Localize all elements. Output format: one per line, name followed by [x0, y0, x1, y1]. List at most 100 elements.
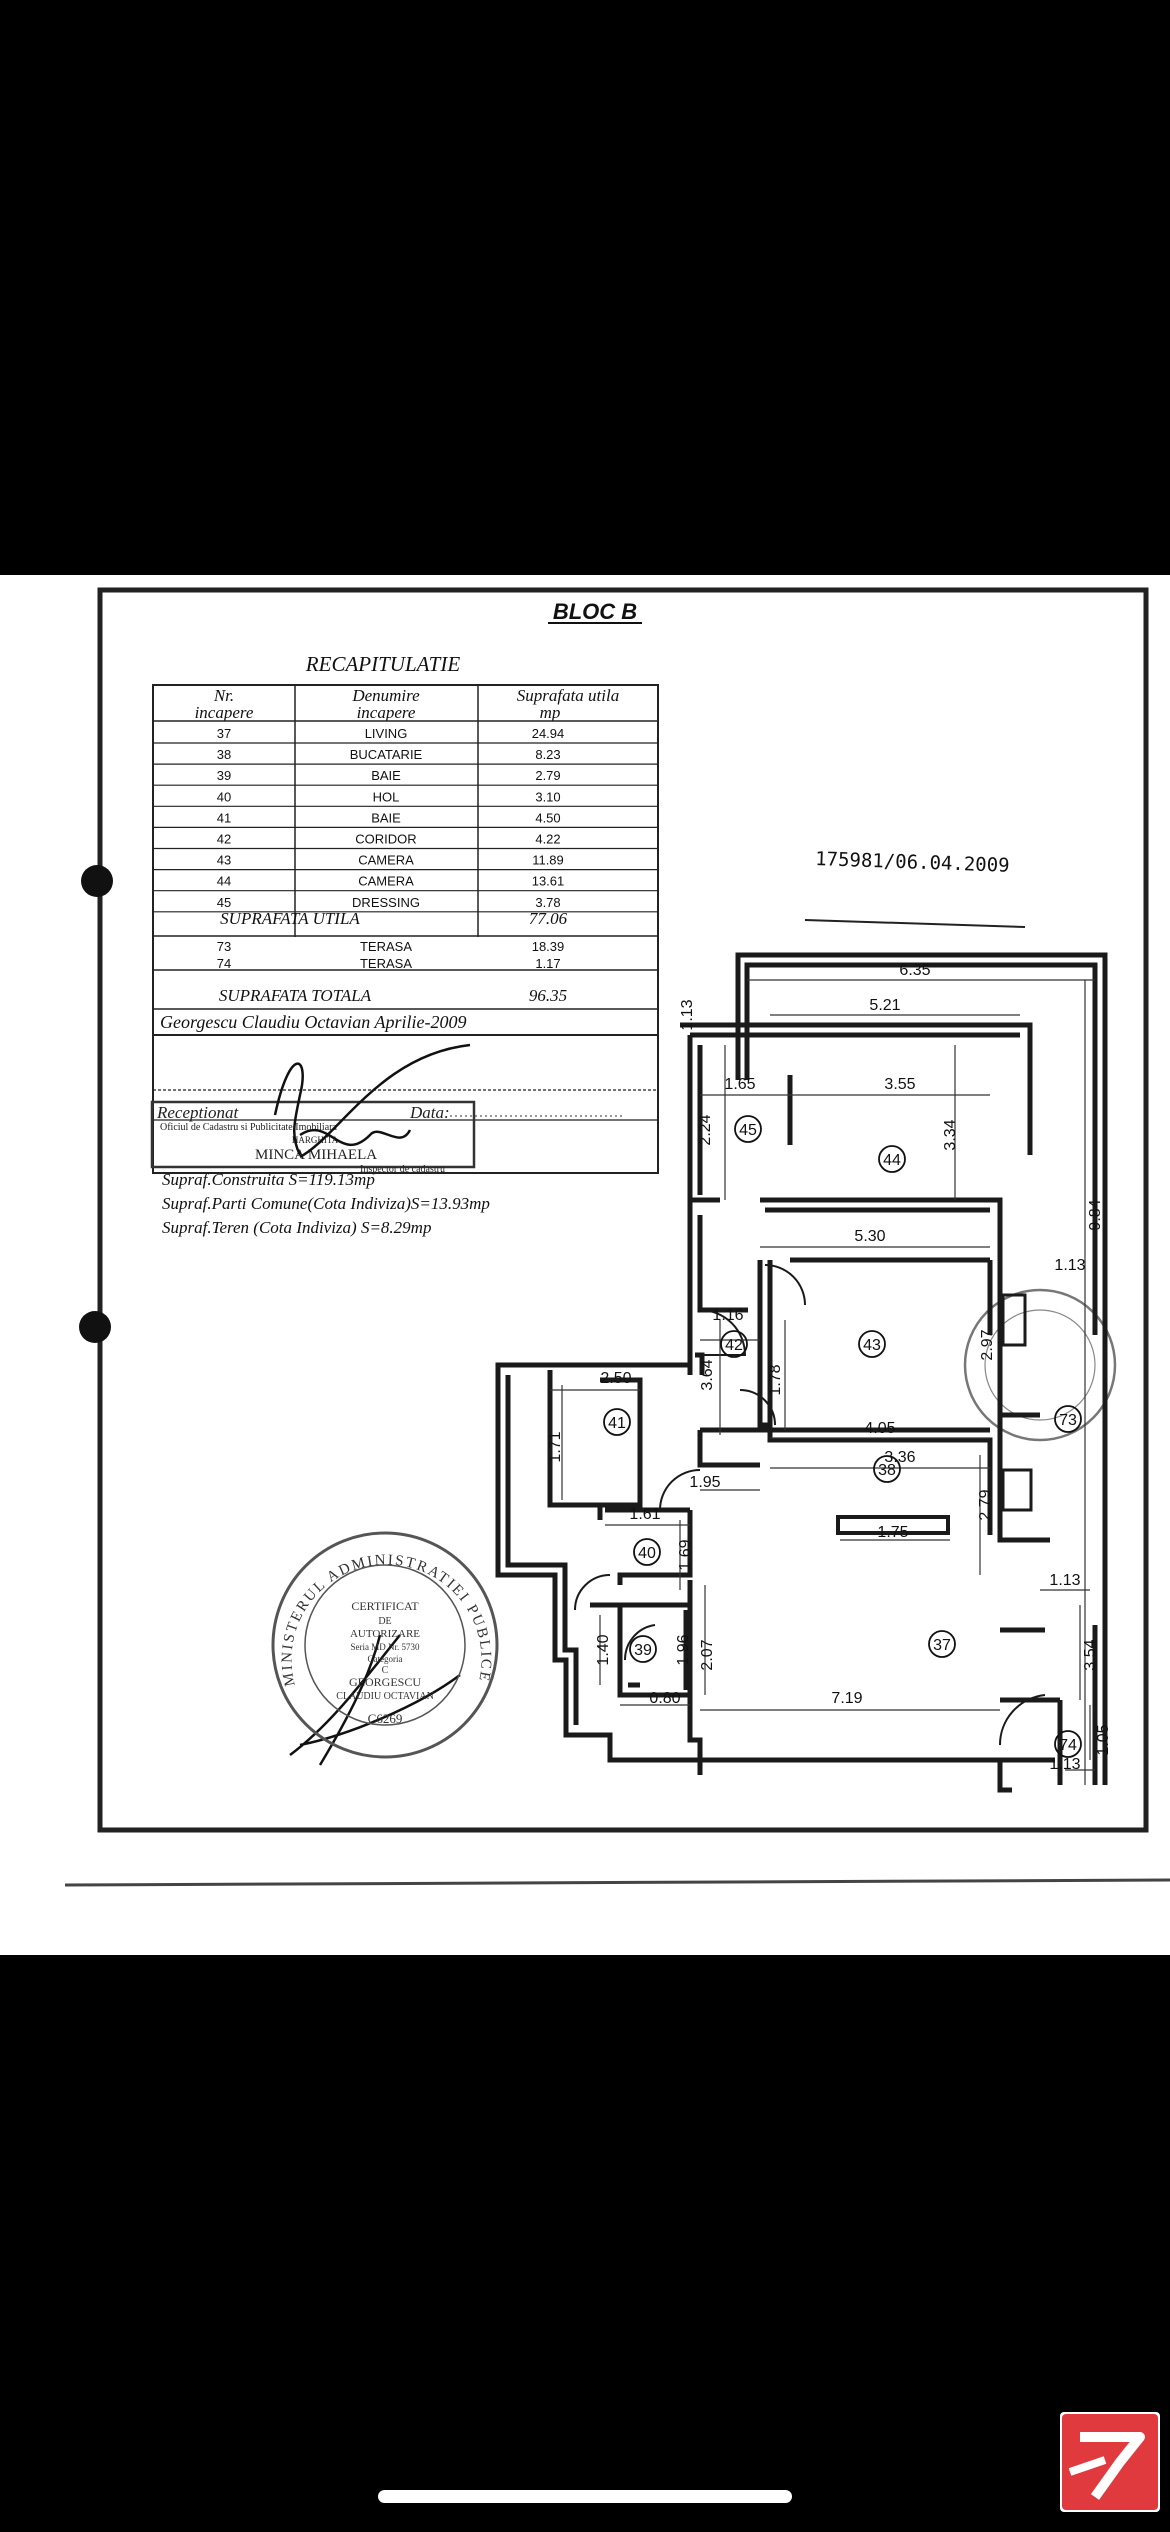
cell-name: BUCATARIE: [350, 747, 423, 762]
cell-name: CAMERA: [358, 874, 414, 889]
total-value: 96.35: [529, 986, 567, 1005]
floor-plan-walls: [495, 952, 1108, 1793]
useful-value: 77.06: [529, 909, 568, 928]
stamp-firstname: CLAUDIU OCTAVIAN: [336, 1691, 434, 1702]
stamp-category-value: C: [382, 1665, 389, 1676]
stamp-certificate: CERTIFICAT: [351, 1599, 419, 1613]
dimension-label: 4.05: [864, 1420, 895, 1437]
dimension-label: 7.19: [831, 1690, 862, 1707]
cell-nr: 39: [217, 768, 231, 783]
author-line: Georgescu Claudiu Octavian Aprilie-2009: [160, 1012, 466, 1032]
dimension-label: 1.13: [1049, 1572, 1080, 1589]
reception-stamp: Receptionat Data: Oficiul de Cadastru si…: [150, 1100, 625, 1175]
dimension-label: 1.13: [679, 999, 696, 1030]
stamp-inspector: MINCA MIHAELA: [255, 1147, 377, 1163]
signature-marks: [273, 1043, 471, 1766]
header-area: Suprafata utila: [517, 686, 619, 705]
room-tag-label: 38: [878, 1462, 896, 1479]
dimension-label: 1.65: [724, 1076, 755, 1093]
room-tag: 73: [1054, 1405, 1082, 1433]
cell-name: BAIE: [371, 768, 401, 783]
cell-name: TERASA: [360, 939, 412, 954]
dimension-label: 2.97: [979, 1329, 996, 1360]
table-row: 39 BAIE 2.79: [153, 768, 658, 786]
room-tag: 74: [1054, 1730, 1082, 1758]
stamp-authorization: AUTORIZARE: [350, 1628, 420, 1640]
dimension-label: 0.80: [649, 1690, 680, 1707]
header-name: Denumire: [351, 686, 420, 705]
stamp-role: Inspector de cadastru: [360, 1164, 445, 1175]
room-tag-label: 40: [638, 1545, 656, 1562]
cell-area: 3.10: [535, 789, 560, 804]
dimension-label: 3.34: [942, 1119, 959, 1150]
cell-nr: 38: [217, 747, 231, 762]
room-tag: 45: [734, 1115, 762, 1143]
small-round-stamp: [963, 1288, 1117, 1442]
useful-label: SUPRAFATA UTILA: [220, 909, 360, 928]
total-label: SUPRAFATA TOTALA: [219, 986, 372, 1005]
dimension-label: 1.61: [629, 1506, 660, 1523]
block-title: BLOC B: [553, 599, 637, 624]
room-tag: 44: [878, 1145, 906, 1173]
dimension-label: 1.95: [689, 1474, 720, 1491]
cell-area: 13.61: [532, 874, 565, 889]
header-area-sub: mp: [540, 703, 561, 722]
punch-hole-icon: [81, 865, 113, 897]
room-tag-label: 39: [634, 1642, 652, 1659]
cell-nr: 43: [217, 853, 231, 868]
header-nr-sub: incapere: [195, 703, 254, 722]
dimension-label: 2.24: [697, 1114, 714, 1145]
dimension-label: 1.13: [1049, 1756, 1080, 1773]
dimension-label: 1.69: [677, 1539, 694, 1570]
cell-name: HOL: [373, 789, 400, 804]
cell-name: CAMERA: [358, 853, 414, 868]
dimension-label: 2.07: [699, 1639, 716, 1670]
room-tag-label: 42: [725, 1337, 743, 1354]
dimension-label: 9.84: [1087, 1199, 1104, 1230]
cell-name: TERASA: [360, 956, 412, 971]
land-area: Supraf.Teren (Cota Indiviza) S=8.29mp: [162, 1218, 431, 1237]
date-label: Data:: [409, 1103, 450, 1122]
dimension-label: 1.13: [1054, 1257, 1085, 1274]
cell-nr: 73: [217, 939, 231, 954]
bottom-rule: [64, 1878, 1170, 1887]
room-tag: 38: [873, 1455, 901, 1483]
dimension-label: 1.40: [595, 1634, 612, 1665]
dimension-label: 3.36: [884, 1449, 915, 1466]
cell-area: 2.79: [535, 768, 560, 783]
door-swings: [574, 1264, 1046, 1746]
cell-name: DRESSING: [352, 895, 420, 910]
room-tag-label: 73: [1059, 1412, 1077, 1429]
room-tag: 39: [629, 1635, 657, 1663]
cell-area: 24.94: [532, 726, 565, 741]
cell-area: 3.78: [535, 895, 560, 910]
stamp-de: DE: [378, 1616, 391, 1627]
dimension-label: 5.30: [854, 1228, 885, 1245]
app-logo-icon[interactable]: [1060, 2412, 1160, 2512]
room-tag-label: 45: [739, 1122, 757, 1139]
stamp-code: C6269: [368, 1711, 403, 1726]
dimension-label: 3.55: [884, 1076, 915, 1093]
header-name-sub: incapere: [357, 703, 416, 722]
home-indicator[interactable]: [378, 2490, 792, 2503]
dimension-label: 1.78: [767, 1364, 784, 1395]
cell-name: BAIE: [371, 810, 401, 825]
floor-plan-document: BLOC B RECAPITULATIE Nr. incapere Denumi…: [64, 587, 1170, 1887]
punch-hole-icon: [79, 1311, 111, 1343]
room-tag-label: 74: [1059, 1737, 1077, 1754]
registration-number: 175981/06.04.2009: [815, 848, 1010, 877]
stamp-category: Categoria: [368, 1654, 403, 1664]
cell-name: LIVING: [365, 726, 408, 741]
cell-name: CORIDOR: [355, 832, 416, 847]
round-stamp: MINISTERUL ADMINISTRATIEI PUBLICE CERTIF…: [271, 1531, 499, 1759]
stamp-county: HARGHITA: [292, 1135, 339, 1145]
scanned-floor-plan-photo: BLOC B RECAPITULATIE Nr. incapere Denumi…: [0, 575, 1170, 1955]
